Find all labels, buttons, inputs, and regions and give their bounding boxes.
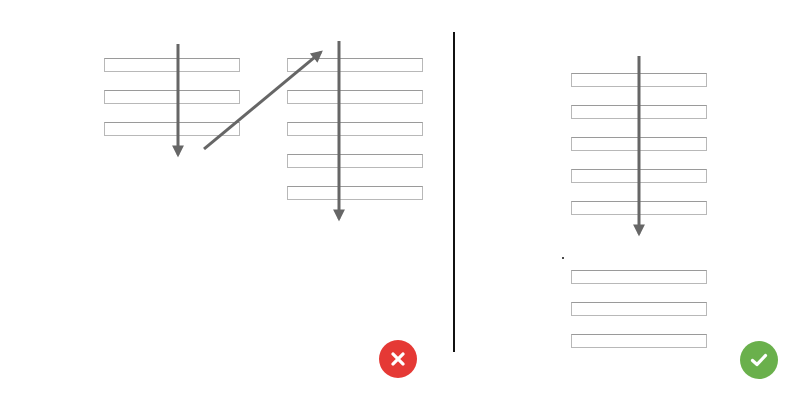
form-field[interactable]: [287, 186, 423, 200]
form-field[interactable]: [571, 334, 707, 348]
form-field[interactable]: [104, 122, 240, 136]
form-field[interactable]: [571, 270, 707, 284]
diagonal-jump-arrow: [203, 50, 323, 151]
form-field[interactable]: [287, 122, 423, 136]
separator-dot: [562, 257, 564, 259]
form-field[interactable]: [287, 154, 423, 168]
panel-divider: [453, 32, 455, 352]
form-field[interactable]: [571, 302, 707, 316]
form-field[interactable]: [104, 90, 240, 104]
cross-icon: [391, 352, 405, 366]
good-verdict-badge: [740, 341, 778, 379]
check-icon: [750, 353, 768, 367]
bad-verdict-badge: [379, 340, 417, 378]
form-field[interactable]: [287, 90, 423, 104]
form-field[interactable]: [104, 58, 240, 72]
